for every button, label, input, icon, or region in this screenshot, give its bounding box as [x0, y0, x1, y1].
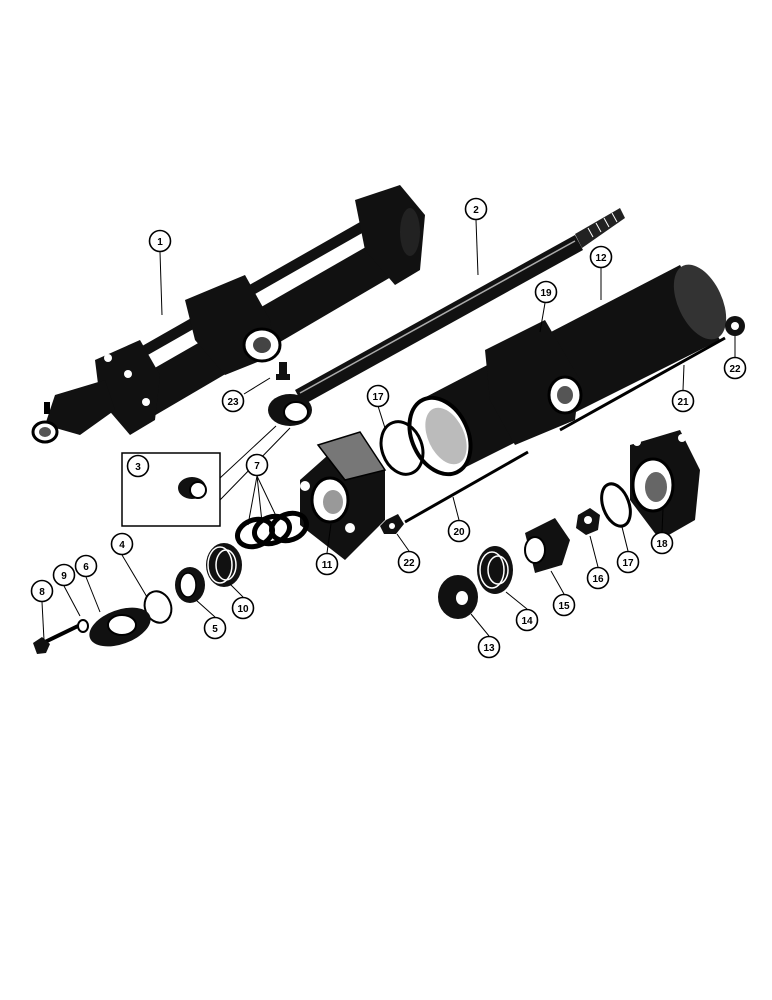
cylinder-barrel — [407, 264, 727, 477]
callout-label: 17 — [622, 558, 634, 569]
callout-label: 6 — [83, 562, 89, 573]
callout-9: 9 — [52, 563, 76, 587]
wiper-seal — [175, 567, 205, 603]
packing-flange — [89, 607, 151, 647]
callout-label: 8 — [39, 587, 45, 598]
callout-22-right: 22 — [723, 356, 747, 380]
piston-rod — [295, 208, 625, 405]
callout-13: 13 — [477, 635, 501, 659]
callout-label: 17 — [372, 392, 384, 403]
callout-20: 20 — [447, 519, 471, 543]
callout-17-lower: 17 — [616, 550, 640, 574]
callout-7: 7 — [245, 453, 269, 477]
lock-washer — [77, 619, 89, 633]
piston-washer — [438, 575, 478, 619]
rear-head — [630, 430, 700, 540]
callout-1: 1 — [148, 229, 172, 253]
callout-16: 16 — [586, 566, 610, 590]
callout-8: 8 — [30, 579, 54, 603]
callout-label: 2 — [473, 205, 479, 216]
piston-nut — [576, 508, 600, 535]
callout-23: 23 — [221, 389, 245, 413]
callout-4: 4 — [110, 532, 134, 556]
grease-fitting — [276, 362, 290, 380]
rod-bushing — [268, 394, 312, 426]
o-ring-small — [600, 482, 632, 528]
callout-2: 2 — [464, 197, 488, 221]
v-packing — [206, 543, 242, 587]
callout-18: 18 — [650, 531, 674, 555]
callout-label: 23 — [227, 397, 239, 408]
gaskets — [235, 510, 309, 550]
callout-label: 18 — [656, 539, 668, 550]
callout-label: 14 — [521, 616, 533, 627]
callout-label: 4 — [119, 540, 125, 551]
callout-12: 12 — [589, 245, 613, 269]
callout-label: 21 — [677, 397, 689, 408]
assembled-cylinder — [31, 185, 425, 444]
callout-label: 16 — [592, 574, 604, 585]
callout-3: 3 — [126, 454, 150, 478]
piston-packing — [477, 546, 513, 594]
callout-label: 19 — [540, 288, 552, 299]
callout-15: 15 — [552, 593, 576, 617]
callout-label: 5 — [212, 624, 218, 635]
callout-19: 19 — [534, 280, 558, 304]
callout-22-left: 22 — [397, 550, 421, 574]
callout-label: 20 — [453, 527, 465, 538]
leader-lines — [41, 219, 736, 641]
callout-label: 13 — [483, 643, 495, 654]
o-ring-large — [379, 420, 425, 476]
callout-label: 12 — [595, 253, 607, 264]
callout-label: 11 — [322, 560, 333, 571]
callout-21: 21 — [671, 389, 695, 413]
callout-label: 22 — [729, 364, 741, 375]
callout-label: 3 — [135, 462, 141, 473]
callout-label: 10 — [237, 604, 249, 615]
callout-6: 6 — [74, 554, 98, 578]
tie-rod — [380, 450, 529, 534]
callout-label: 15 — [558, 601, 570, 612]
callout-label: 22 — [403, 558, 415, 569]
piston — [524, 518, 570, 573]
callout-14: 14 — [515, 608, 539, 632]
cap-screw — [33, 624, 79, 654]
callout-label: 7 — [254, 461, 260, 472]
front-head — [300, 431, 387, 560]
inset-box — [121, 425, 291, 527]
callout-5: 5 — [203, 616, 227, 640]
callout-label: 9 — [61, 571, 67, 582]
callout-10: 10 — [231, 596, 255, 620]
callout-17-upper: 17 — [366, 384, 390, 408]
callout-11: 11 — [315, 552, 339, 576]
callout-label: 1 — [157, 237, 163, 248]
tie-rod-long — [559, 316, 745, 432]
